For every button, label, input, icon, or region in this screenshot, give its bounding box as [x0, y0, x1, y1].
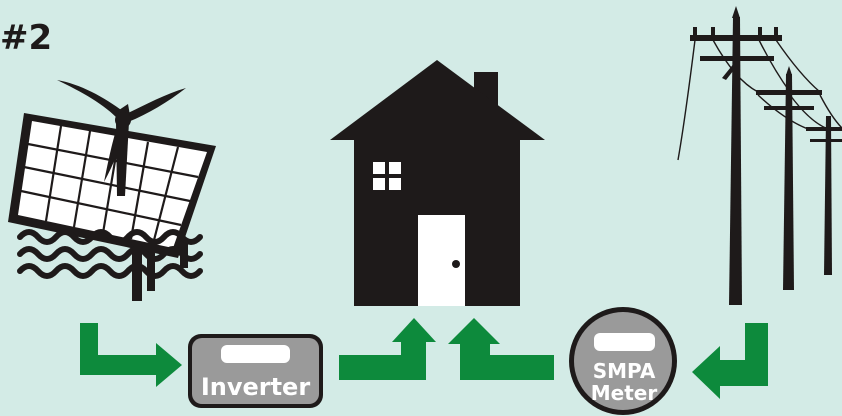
arrow-icon	[80, 323, 182, 387]
meter-icon: SMPA Meter	[569, 307, 677, 415]
meter-label-line1: SMPA	[593, 359, 656, 383]
arrow-icon	[692, 323, 768, 399]
inverter-icon: Inverter	[188, 334, 323, 408]
meter-display	[594, 333, 655, 351]
power-pole-icon	[690, 6, 842, 305]
diagram-number: #2	[0, 18, 52, 58]
door-knob	[452, 260, 460, 268]
arrow-icon	[448, 318, 554, 380]
house-icon	[330, 60, 545, 306]
arrow-icon	[339, 318, 436, 380]
roof	[330, 60, 545, 140]
renewable-sources	[8, 80, 216, 301]
meter-label-line2: Meter	[591, 381, 658, 405]
inverter-display	[221, 345, 290, 363]
inverter-label: Inverter	[201, 373, 311, 401]
door	[418, 215, 465, 306]
